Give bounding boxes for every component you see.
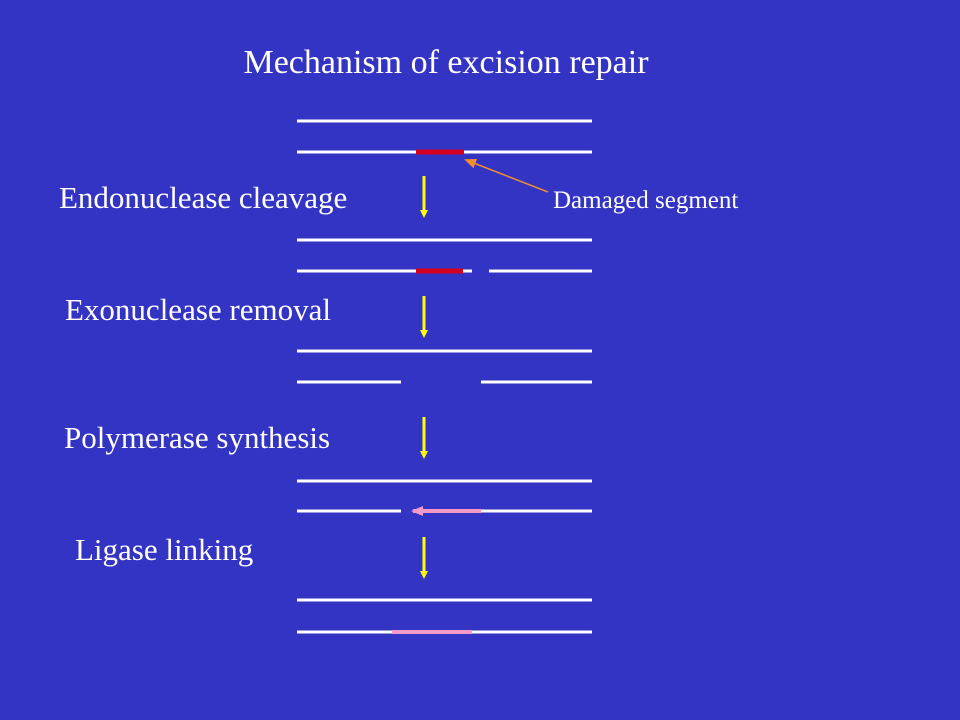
step-exonuclease-label: Exonuclease removal [65,292,331,327]
dna-stage-damaged [297,119,592,155]
damaged-segment-pointer [464,158,549,193]
step-polymerase-label: Polymerase synthesis [64,420,330,455]
dna-stage-repaired [297,598,592,634]
step-ligase-label: Ligase linking [75,532,253,567]
damaged-segment-label: Damaged segment [553,187,738,214]
step-endonuclease-label: Endonuclease cleavage [59,180,347,215]
slide-title: Mechanism of excision repair [243,44,649,81]
dna-stage-gapped [297,349,592,384]
dna-stage-synthesis [297,479,592,516]
dna-stage-cleaved [297,238,592,274]
